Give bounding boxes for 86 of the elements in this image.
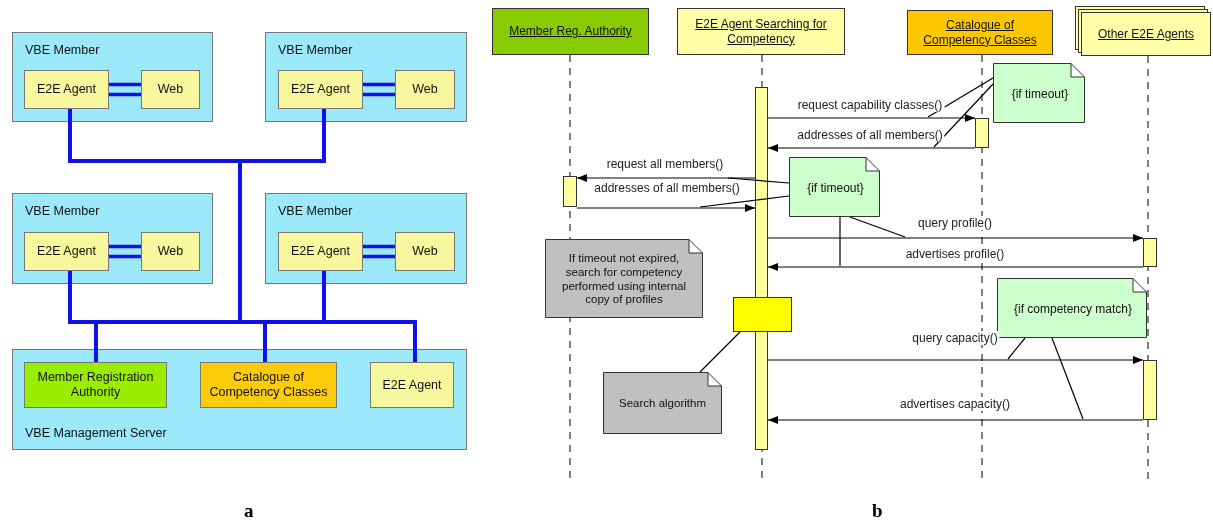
activation-bar: [563, 176, 577, 207]
note-text: Search algorithm: [619, 397, 706, 411]
leader-line: [927, 77, 994, 118]
lifeline-title: Member Reg. Authority: [509, 24, 632, 39]
lifeline-title: Catalogue of Competency Classes: [922, 18, 1038, 47]
box-label: Web: [412, 244, 438, 259]
panel-title: VBE Management Server: [25, 426, 167, 441]
agent-box: [370, 362, 454, 408]
panel-title: VBE Member: [25, 43, 100, 58]
web-box: [395, 232, 455, 271]
note-text: {if competency match}: [1013, 301, 1133, 317]
message-label: advertises capacity(): [898, 397, 1012, 411]
message-label: addresses of all members(): [795, 128, 945, 142]
agent-box: [24, 70, 109, 109]
note: [545, 239, 703, 318]
box-label: Catalogue of Competency Classes: [208, 370, 329, 400]
message-label: query profile(): [916, 216, 994, 230]
leader-line: [699, 331, 741, 373]
note: [603, 372, 722, 434]
box-label: E2E Agent: [382, 377, 442, 393]
authority-box: [24, 362, 167, 408]
agent-box: [278, 232, 363, 271]
activation-bar: [1143, 238, 1157, 267]
message-arrow: [576, 174, 756, 182]
box-label: Web: [412, 82, 438, 97]
leader-line: [1007, 337, 1026, 360]
box-label: Member Registration Authority: [36, 370, 155, 400]
lifeline-title: Other E2E Agents: [1097, 26, 1195, 42]
agent-box: [278, 70, 363, 109]
connector-line: [361, 244, 397, 259]
activation-bar: [975, 118, 989, 148]
box-label: E2E Agent: [36, 82, 97, 97]
connector-line: [361, 82, 397, 97]
note-text: {if timeout}: [807, 180, 864, 196]
member-panel: [265, 193, 467, 284]
note: [789, 157, 880, 217]
web-box: [141, 70, 200, 109]
note: [997, 278, 1147, 338]
message-arrow: [767, 356, 1144, 364]
activation-bar: [1143, 360, 1157, 420]
catalogue-box: [200, 362, 337, 408]
note-text: If timeout not expired, search for competency performed using internal copy of profiles: [561, 251, 687, 308]
panel-title: VBE Member: [278, 204, 353, 219]
member-panel: [12, 193, 213, 284]
message-label: request capability classes(): [795, 98, 945, 112]
message-label: advertises profile(): [903, 247, 1007, 261]
message-arrow: [576, 204, 756, 212]
note-text: {if timeout}: [1011, 86, 1069, 102]
connector-line: [107, 244, 143, 259]
leader-line: [849, 216, 906, 238]
leader-line: [727, 177, 790, 184]
member-panel: [265, 32, 467, 122]
web-box: [395, 70, 455, 109]
panel-label: a: [244, 500, 254, 522]
message-arrow: [767, 144, 976, 152]
leader-line: [1051, 337, 1084, 420]
panel-title: VBE Member: [25, 204, 100, 219]
panel-title: VBE Member: [278, 43, 353, 58]
server-panel: [12, 349, 467, 450]
lifeline-header: [492, 8, 649, 55]
member-panel: [12, 32, 213, 122]
message-arrow: [767, 263, 1144, 271]
note: [993, 63, 1085, 123]
message-arrow: [767, 114, 976, 122]
leader-line: [699, 195, 790, 208]
message-label: request all members(): [604, 157, 726, 171]
panel-label: b: [872, 500, 883, 522]
web-box: [141, 232, 200, 271]
box-label: Web: [157, 82, 184, 97]
box-label: E2E Agent: [36, 244, 97, 259]
box-label: Web: [157, 244, 184, 259]
stacked-lifeline-header: [1075, 6, 1211, 56]
leader-line: [839, 216, 841, 267]
message-label: addresses of all members(): [592, 181, 742, 195]
box-label: E2E Agent: [290, 82, 351, 97]
message-arrow: [767, 234, 1144, 242]
lifeline-header: [907, 10, 1053, 55]
message-arrow: [767, 416, 1144, 424]
connector-line: [107, 82, 143, 97]
highlight-box: [733, 297, 792, 332]
agent-box: [24, 232, 109, 271]
message-label: query capacity(): [910, 331, 1000, 345]
box-label: E2E Agent: [290, 244, 351, 259]
leader-line: [933, 83, 994, 148]
lifeline-title: E2E Agent Searching for Competency: [694, 17, 828, 46]
lifeline-header: [677, 8, 845, 55]
